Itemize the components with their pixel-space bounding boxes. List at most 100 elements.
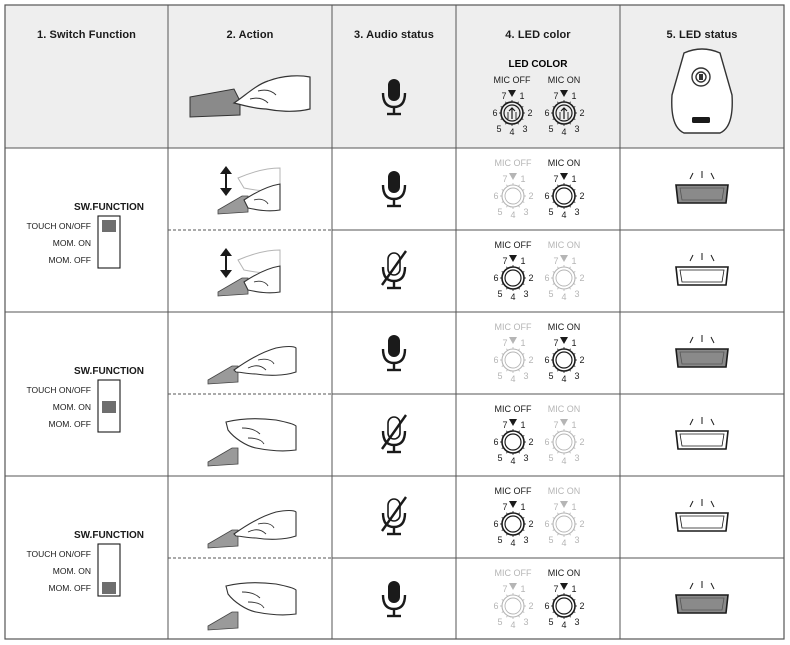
header-switch-function: 1. Switch Function [5,5,168,148]
legend-dial-mic-on-num-3: 3 [574,124,579,134]
led-unlit-indicator [675,499,729,532]
dial-mic-on-num-7: 7 [553,420,558,430]
switch-option-3: MOM. OFF [49,583,92,593]
dial-mic-on-pointer [560,501,568,508]
mic-icon [381,171,407,208]
dial-mic-off-label: MIC OFF [495,240,532,250]
legend-dial-mic-off-num-1: 1 [519,91,524,101]
dial-mic-off-num-7: 7 [502,502,507,512]
switch-option-1: TOUCH ON/OFF [26,221,91,231]
dial-mic-off-pointer [509,583,517,590]
dial-mic-off-num-3: 3 [523,207,528,217]
dial-mic-on-num-2: 2 [579,601,584,611]
dial-mic-off-num-3: 3 [523,289,528,299]
dial-mic-off-num-6: 6 [493,601,498,611]
header-audio-status: 3. Audio status [332,5,456,148]
legend-dial-mic-off-label: MIC OFF [494,75,531,85]
dial-mic-on-num-2: 2 [579,191,584,201]
legend-dial-mic-off-num-6: 6 [492,108,497,118]
dial-mic-on-label: MIC ON [548,240,581,250]
dial-mic-on-num-6: 6 [544,273,549,283]
dial-mic-off-num-2: 2 [528,355,533,365]
dial-mic-on-num-6: 6 [544,601,549,611]
led-status-cell-2 [620,230,784,312]
dial-mic-off-num-1: 1 [520,174,525,184]
dial-mic-on-num-3: 3 [574,617,579,627]
action-cell-5 [168,476,332,558]
led-status-cell-1 [620,148,784,230]
legend-dial-mic-on-num-2: 2 [579,108,584,118]
dial-mic-on-label: MIC ON [548,404,581,414]
mic-icon [381,79,407,116]
legend-dial-mic-off-num-7: 7 [501,91,506,101]
led-lit-indicator [675,171,729,204]
dial-mic-on-num-5: 5 [548,617,553,627]
dial-mic-on-num-4: 4 [561,210,566,220]
legend-dial-mic-off-num-2: 2 [527,108,532,118]
dial-mic-off-num-7: 7 [502,256,507,266]
dial-mic-off-num-2: 2 [528,191,533,201]
switch-knob [102,220,116,232]
switch-option-2: MOM. ON [53,402,91,412]
dial-mic-on-label: MIC ON [548,158,581,168]
dial-mic-off-num-4: 4 [510,292,515,302]
dial-mic-on-num-2: 2 [579,519,584,529]
dial-mic-off-num-1: 1 [520,502,525,512]
dial-mic-off-num-5: 5 [497,535,502,545]
dial-mic-on-num-1: 1 [571,502,576,512]
dial-mic-on-num-7: 7 [553,584,558,594]
dial-mic-off-num-3: 3 [523,453,528,463]
legend-dial-mic-on-label: MIC ON [548,75,581,85]
dial-mic-off-label: MIC OFF [495,158,532,168]
led-status-cell-4 [620,394,784,476]
mic-icon [381,335,407,372]
switch-option-1: TOUCH ON/OFF [26,385,91,395]
switch-title: SW.FUNCTION [74,366,144,377]
dial-mic-off-pointer [509,419,517,426]
dial-mic-on-pointer [560,583,568,590]
dial-mic-on-pointer [560,173,568,180]
dial-mic-off-num-7: 7 [502,338,507,348]
dial-mic-on-num-7: 7 [553,256,558,266]
dial-mic-on-num-3: 3 [574,453,579,463]
mic-muted-icon [381,496,407,536]
switch-option-3: MOM. OFF [49,255,92,265]
mic-icon [381,581,407,618]
led-status-cell-6 [620,558,784,640]
action-cell-2 [168,230,332,312]
dial-mic-off-label: MIC OFF [495,404,532,414]
dial-mic-on-num-7: 7 [553,502,558,512]
dial-mic-on-num-3: 3 [574,207,579,217]
dial-mic-on-num-6: 6 [544,191,549,201]
dial-mic-off-num-6: 6 [493,273,498,283]
dial-mic-on-num-1: 1 [571,584,576,594]
legend-dial-mic-on-pointer [560,90,568,97]
dial-mic-on-num-6: 6 [544,519,549,529]
dial-mic-on-num-7: 7 [553,174,558,184]
dial-mic-off-num-1: 1 [520,420,525,430]
dial-mic-on-num-1: 1 [571,338,576,348]
dial-mic-off-pointer [509,173,517,180]
dial-mic-on-label: MIC ON [548,568,581,578]
action-touch-illustration [217,248,281,297]
led-lit-indicator [675,335,729,368]
finger-touch-illustration [189,75,311,118]
dial-mic-off-num-1: 1 [520,256,525,266]
action-release-illustration [207,582,297,631]
led-unlit-indicator [675,417,729,450]
dial-mic-on-num-3: 3 [574,535,579,545]
